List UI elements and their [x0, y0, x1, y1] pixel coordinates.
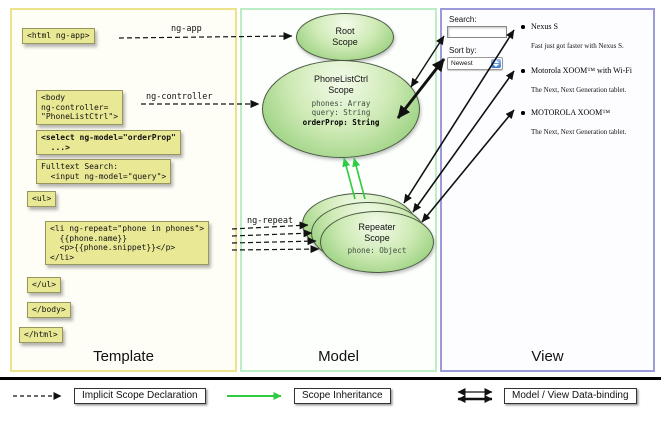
model-panel-label: Model	[318, 348, 359, 365]
phone-snippet: The Next, Next Generation tablet.	[531, 86, 627, 94]
root-scope-ellipse: Root Scope	[296, 13, 394, 61]
repeater-scope-ellipse: Repeater Scope phone: Object	[320, 211, 434, 273]
phone-list-item: Motorola XOOM™ with Wi-Fi The Next, Next…	[521, 66, 653, 94]
code-html-open: <html ng-app>	[22, 28, 95, 44]
legend-inheritance-label: Scope Inheritance	[294, 388, 391, 404]
phone-list-item: Nexus S Fast just got faster with Nexus …	[521, 22, 653, 50]
code-body-open: <body ng-controller= "PhoneListCtrl">	[36, 90, 124, 125]
sort-by-label: Sort by:	[449, 46, 477, 55]
code-html-close: </html>	[19, 327, 63, 343]
repeater-scope-title: Repeater Scope	[358, 222, 396, 243]
legend-data-binding: Model / View Data-binding	[452, 388, 637, 404]
code-body-close: </body>	[27, 302, 71, 318]
view-panel: Search: Sort by: Newest Nexus S Fast jus…	[440, 8, 655, 372]
phone-name: MOTOROLA XOOM™	[531, 108, 611, 117]
template-panel-label: Template	[93, 348, 154, 365]
code-select-ng-model: <select ng-model="orderProp" ...>	[36, 130, 181, 155]
legend-divider	[0, 377, 661, 380]
phone-snippet: Fast just got faster with Nexus S.	[531, 42, 624, 50]
sort-dropdown-value: Newest	[451, 60, 473, 67]
green-arrow-icon	[227, 392, 282, 400]
code-ul-close: </ul>	[27, 277, 62, 293]
legend-scope-inheritance: Scope Inheritance	[226, 388, 391, 404]
dashed-arrow-icon	[13, 392, 62, 400]
phone-name: Nexus S	[531, 22, 558, 31]
search-input[interactable]	[447, 26, 507, 38]
code-fulltext-search: Fulltext Search: <input ng-model="query"…	[36, 159, 172, 184]
bullet-icon	[521, 25, 525, 29]
phonelistctrl-scope-ellipse: PhoneListCtrl Scope phones: Array query:…	[262, 60, 420, 158]
sort-dropdown[interactable]: Newest	[447, 57, 503, 70]
code-ul-open: <ul>	[27, 191, 57, 207]
phone-snippet: The Next, Next Generation tablet.	[531, 128, 627, 136]
repeater-scope-props: phone: Object	[347, 246, 407, 255]
phonelistctrl-scope-orderprop: orderProp: String	[302, 118, 380, 127]
dropdown-arrows-icon	[491, 59, 501, 68]
phone-name: Motorola XOOM™ with Wi-Fi	[531, 66, 632, 75]
phonelistctrl-scope-title: PhoneListCtrl Scope	[313, 74, 369, 95]
bullet-icon	[521, 111, 525, 115]
phone-list-item: MOTOROLA XOOM™ The Next, Next Generation…	[521, 108, 653, 136]
search-label: Search:	[449, 15, 477, 24]
double-arrow-icon	[457, 388, 493, 403]
legend-implicit-scope: Implicit Scope Declaration	[12, 388, 206, 404]
root-scope-title: Root Scope	[332, 26, 358, 47]
code-li-ng-repeat: <li ng-repeat="phone in phones"> {{phone…	[45, 221, 210, 265]
legend-binding-label: Model / View Data-binding	[504, 388, 637, 404]
view-panel-label: View	[531, 348, 564, 365]
legend-implicit-label: Implicit Scope Declaration	[74, 388, 206, 404]
phonelistctrl-scope-props: phones: Array query: String	[311, 99, 371, 117]
bullet-icon	[521, 69, 525, 73]
